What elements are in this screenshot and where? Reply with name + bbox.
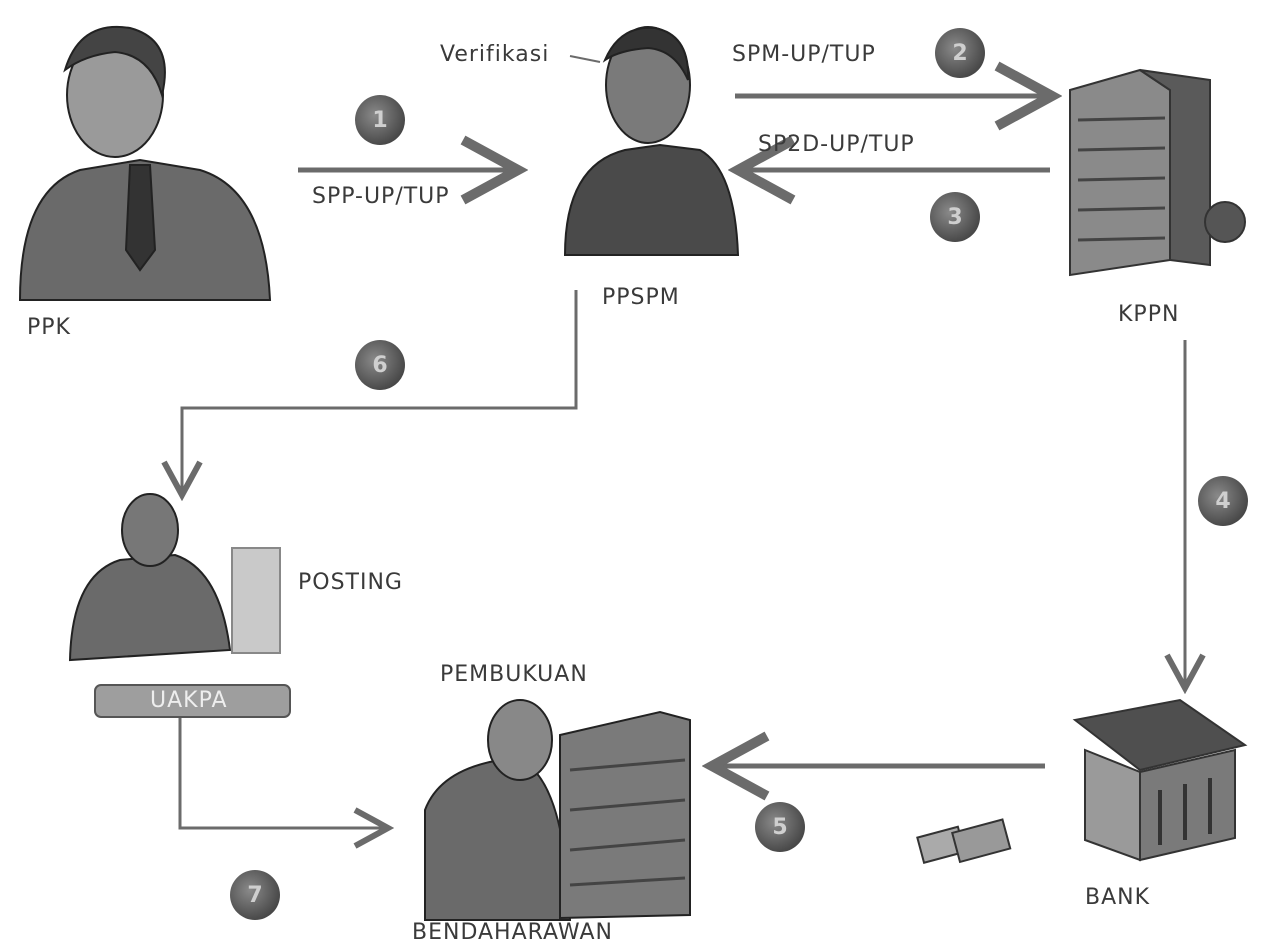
pembukuan-label: PEMBUKUAN xyxy=(440,662,588,687)
step-badge-2: 2 xyxy=(935,28,985,78)
spp-label: SPP-UP/TUP xyxy=(312,184,450,209)
arrow-ppspm-to-uakpa xyxy=(182,290,578,495)
step-badge-1: 1 xyxy=(355,95,405,145)
step-badge-7: 7 xyxy=(230,870,280,920)
uakpa-label: UAKPA xyxy=(150,688,228,713)
bank-building-icon xyxy=(1072,698,1248,862)
ppspm-label: PPSPM xyxy=(602,285,680,310)
money-icon xyxy=(916,818,1012,864)
ppk-label: PPK xyxy=(27,315,71,340)
uakpa-worker-icon xyxy=(68,493,291,718)
kppn-building-icon xyxy=(1069,68,1246,277)
sp2d-label: SP2D-UP/TUP xyxy=(758,132,915,157)
step-badge-4: 4 xyxy=(1198,476,1248,526)
posting-label: POSTING xyxy=(298,570,403,595)
ppk-person-icon xyxy=(18,25,272,301)
step-badge-6: 6 xyxy=(355,340,405,390)
step-badge-3: 3 xyxy=(930,192,980,242)
step-badge-5: 5 xyxy=(755,802,805,852)
arrow-uakpa-to-bendaharawan xyxy=(178,712,388,828)
kppn-label: KPPN xyxy=(1118,302,1180,327)
bendaharawan-person-icon xyxy=(424,699,691,921)
bendaharawan-label: BENDAHARAWAN xyxy=(412,920,613,945)
bank-label: BANK xyxy=(1085,885,1151,910)
ppspm-person-icon xyxy=(563,26,740,256)
verifikasi-label: Verifikasi xyxy=(440,42,550,67)
spm-label: SPM-UP/TUP xyxy=(732,42,876,67)
arrow-verifikasi xyxy=(569,55,601,63)
